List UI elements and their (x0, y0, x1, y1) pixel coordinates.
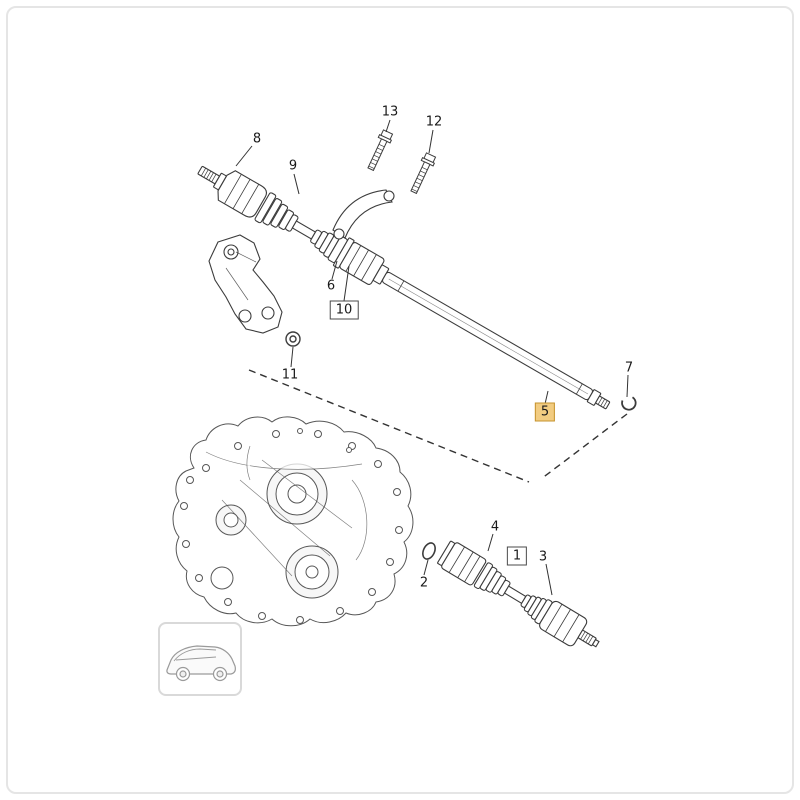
leader-lines (235, 119, 629, 596)
assembly-dashed-lines (248, 369, 628, 483)
part-snap-ring-7 (621, 396, 637, 411)
part-mounting-bracket (208, 234, 283, 334)
callout-1[interactable]: 1 (506, 546, 528, 566)
callout-13[interactable]: 13 (381, 104, 399, 120)
part-bolt-12 (410, 152, 437, 195)
callout-4[interactable]: 4 (490, 519, 500, 535)
part-upper-driveshaft (197, 165, 611, 410)
part-intermediate-shaft (382, 271, 611, 410)
part-outer-cv-joint (217, 170, 268, 218)
part-right-inner-boot (473, 562, 511, 597)
part-snap-ring-2 (422, 542, 436, 560)
part-inner-cv-joint (332, 237, 390, 285)
callout-8[interactable]: 8 (252, 131, 262, 147)
car-icon (166, 645, 236, 682)
vehicle-thumbnail-art (166, 645, 236, 682)
part-inner-boot (310, 229, 348, 264)
part-right-stub (577, 629, 600, 648)
callout-6[interactable]: 6 (326, 278, 336, 294)
callout-11[interactable]: 11 (281, 367, 299, 383)
callout-2[interactable]: 2 (419, 575, 429, 591)
part-right-outer-boot (520, 594, 553, 625)
callout-7[interactable]: 7 (624, 360, 634, 376)
part-transmission-housing (172, 416, 414, 627)
callout-12[interactable]: 12 (425, 114, 443, 130)
part-right-inner-joint (441, 542, 487, 586)
part-washer-11 (285, 331, 301, 347)
part-clamp-bracket (332, 189, 395, 240)
vehicle-thumbnail[interactable] (158, 622, 242, 696)
callout-10[interactable]: 10 (329, 300, 359, 320)
part-bolt-13 (367, 129, 394, 172)
callout-3[interactable]: 3 (538, 549, 548, 565)
part-right-driveshaft (437, 540, 600, 648)
part-mid-shaft (291, 220, 317, 240)
callout-9[interactable]: 9 (288, 158, 298, 174)
callout-5-selected[interactable]: 5 (534, 402, 556, 422)
